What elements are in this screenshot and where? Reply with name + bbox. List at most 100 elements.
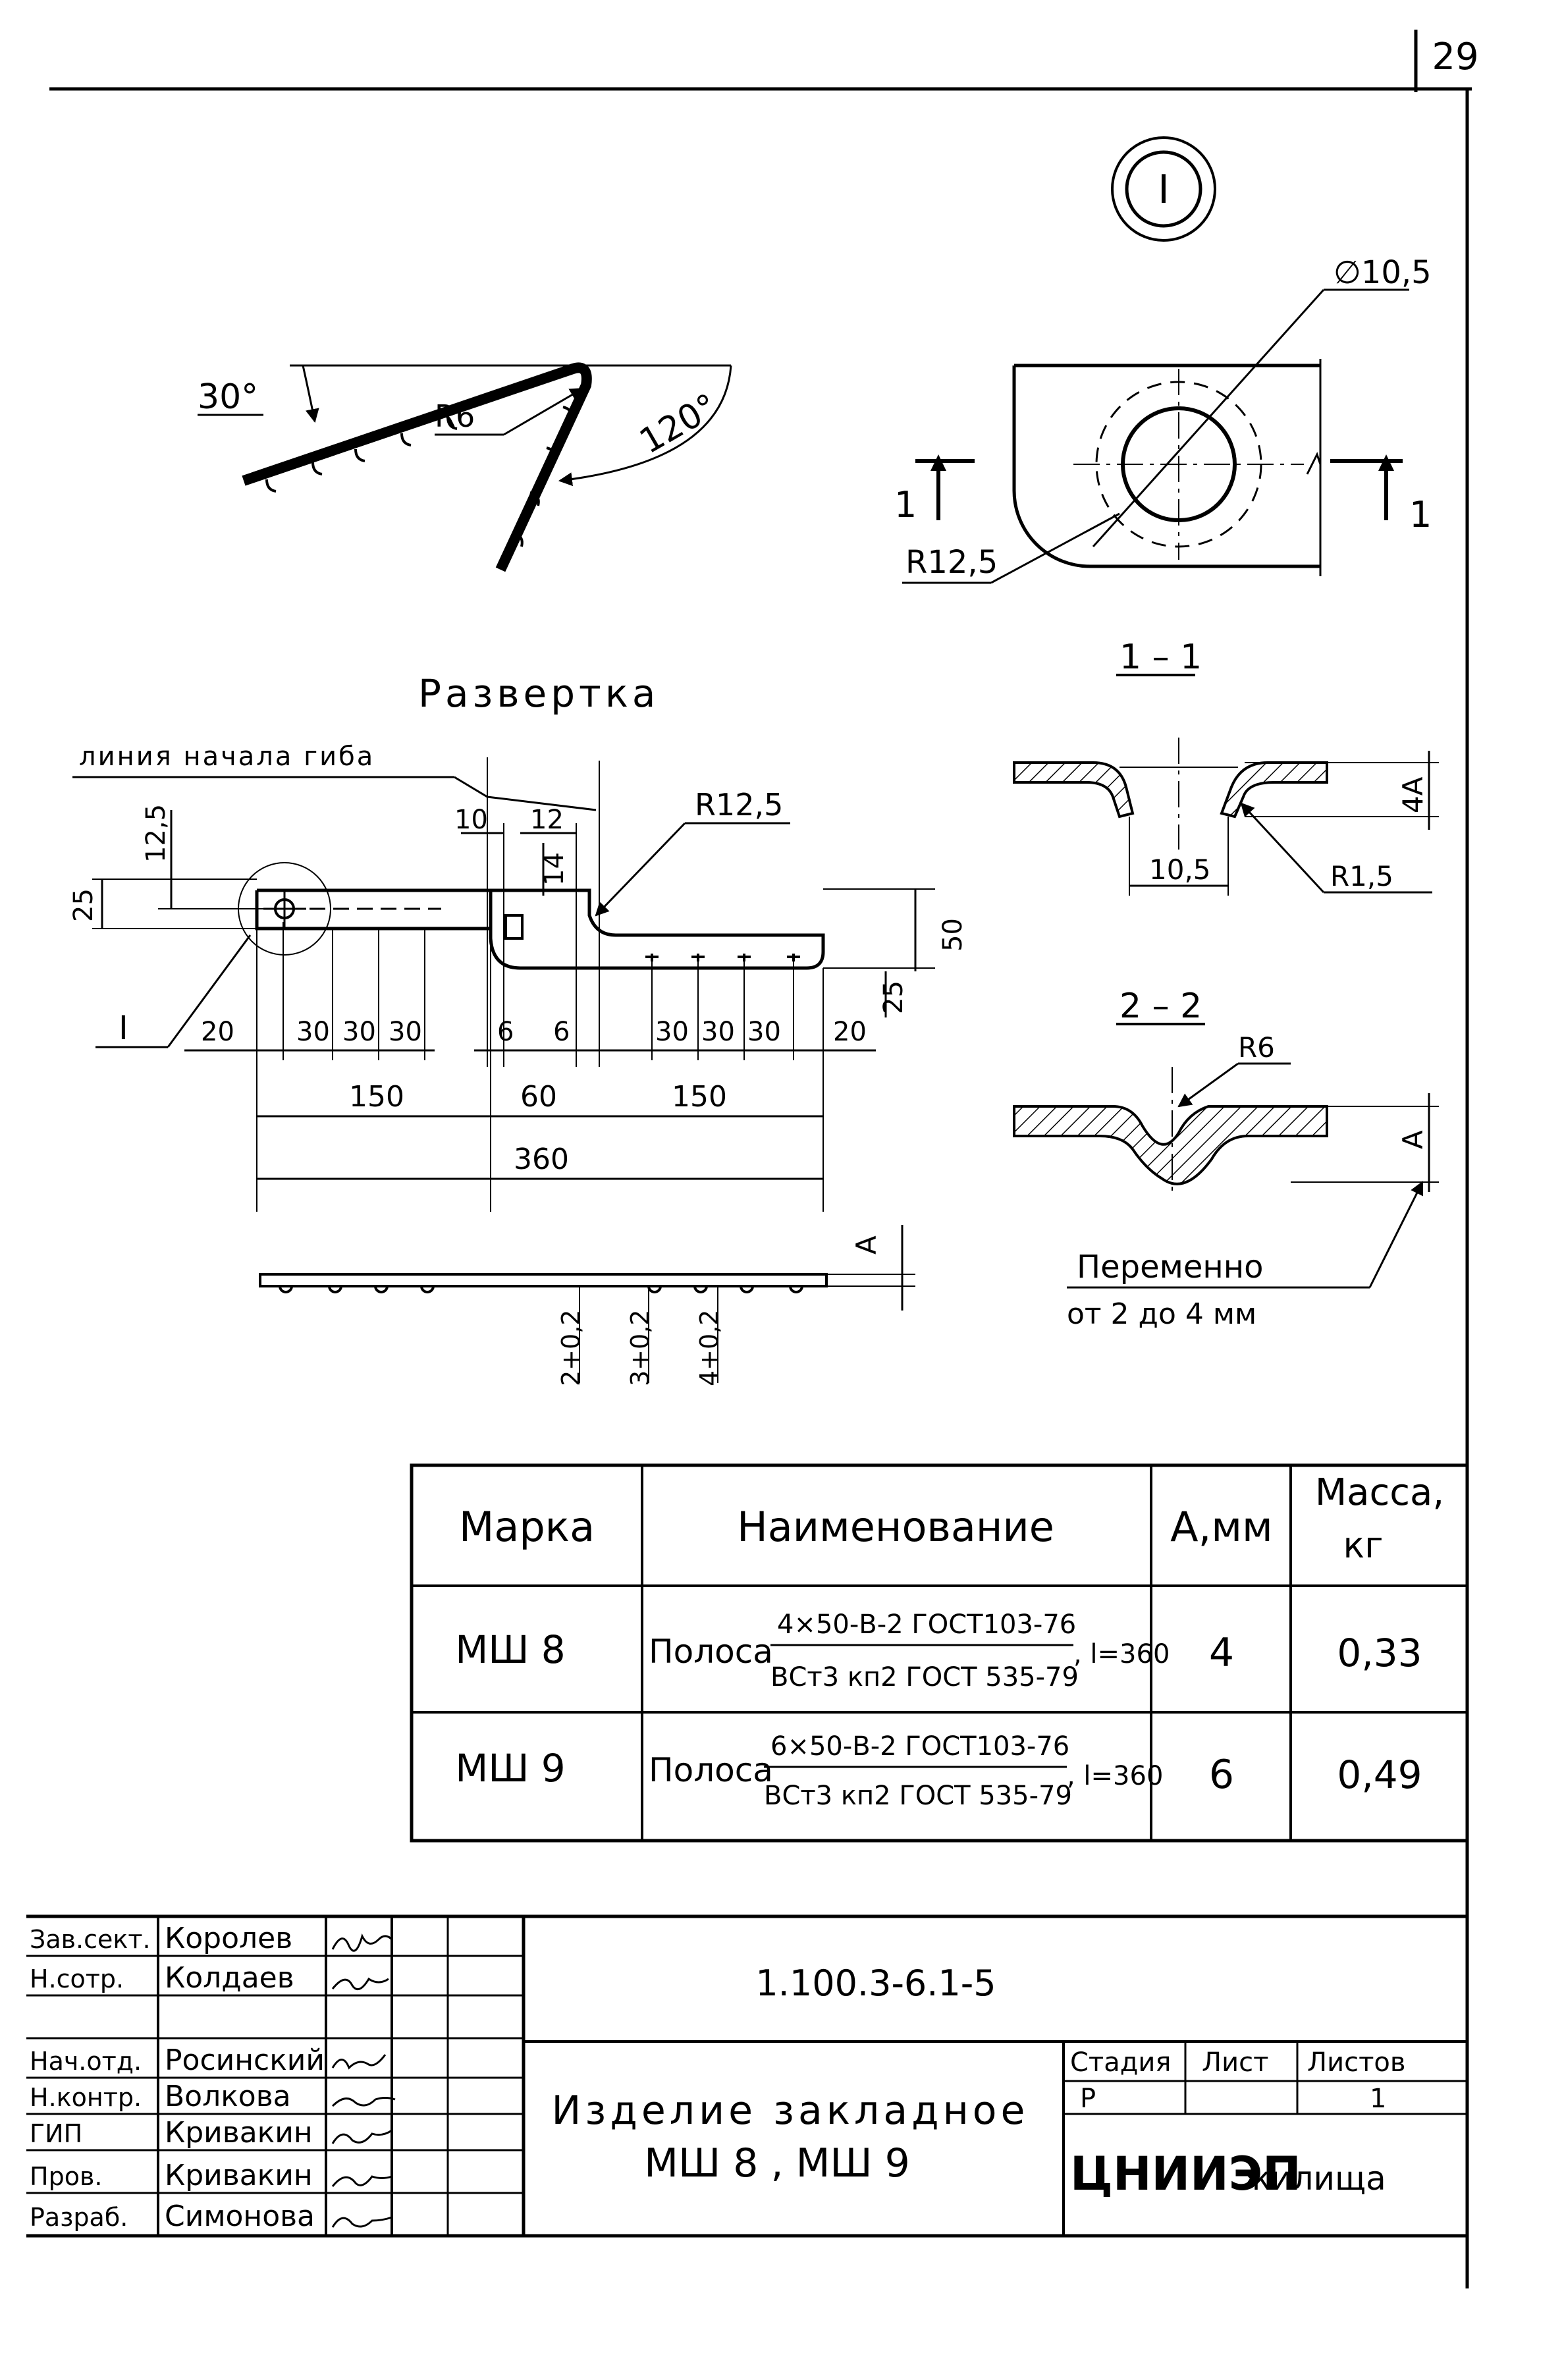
side-view: A 2+0,2 3+0,2 4+0,2: [259, 1225, 915, 1386]
row1-mark: МШ 8: [455, 1627, 565, 1672]
row1-mass: 0,33: [1337, 1631, 1422, 1675]
header-a: А,мм: [1170, 1503, 1273, 1551]
svg-text:60: 60: [520, 1080, 557, 1114]
bend-radius-label: R6: [435, 398, 475, 434]
doc-title-2: МШ 8 , МШ 9: [644, 2140, 910, 2186]
flat-detail-ref: I: [119, 1009, 128, 1047]
row2-mark: МШ 9: [455, 1746, 565, 1791]
svg-text:2+0,2: 2+0,2: [556, 1310, 585, 1386]
svg-text:30: 30: [747, 1017, 781, 1047]
svg-text:R6: R6: [1238, 1031, 1275, 1064]
page-number: 29: [1432, 36, 1478, 78]
svg-text:A: A: [1397, 1130, 1429, 1149]
svg-text:R1,5: R1,5: [1330, 860, 1393, 892]
row1-a: 4: [1209, 1630, 1234, 1676]
svg-text:12,5: 12,5: [141, 804, 171, 863]
spec-table: Марка Наименование А,мм Масса, кг МШ 8 П…: [410, 1463, 1469, 1843]
svg-text:150: 150: [349, 1080, 404, 1114]
svg-text:1: 1: [1370, 2084, 1386, 2114]
header-mass: Масса,: [1315, 1471, 1444, 1514]
detail-marker: I: [1111, 136, 1216, 242]
svg-text:3+0,2: 3+0,2: [626, 1310, 655, 1386]
svg-text:Полоса: Полоса: [649, 1751, 773, 1789]
svg-text:Симонова: Симонова: [165, 2200, 315, 2233]
section-1-1-title: 1 – 1: [1119, 637, 1202, 677]
bend-line-label: линия начала гиба: [79, 742, 375, 772]
svg-text:ВСт3 кп2 ГОСТ 535-79: ВСт3 кп2 ГОСТ 535-79: [764, 1781, 1072, 1811]
detail-radius-label: R12,5: [905, 544, 998, 581]
svg-text:Р: Р: [1080, 2084, 1096, 2114]
svg-text:6×50-В-2 ГОСТ103-76: 6×50-В-2 ГОСТ103-76: [770, 1731, 1069, 1762]
svg-text:Нач.отд.: Нач.отд.: [30, 2047, 142, 2076]
svg-text:Зав.сект.: Зав.сект.: [30, 1925, 151, 1954]
svg-text:4×50-В-2 ГОСТ103-76: 4×50-В-2 ГОСТ103-76: [777, 1609, 1076, 1640]
svg-text:10: 10: [454, 805, 488, 835]
doc-title-1: Изделие закладное: [552, 2088, 1029, 2134]
svg-text:Полоса: Полоса: [649, 1633, 773, 1671]
svg-text:20: 20: [833, 1017, 867, 1047]
side-a-label: A: [850, 1235, 882, 1255]
angle-30-label: 30°: [198, 377, 258, 417]
svg-text:ВСт3 кп2 ГОСТ 535-79: ВСт3 кп2 ГОСТ 535-79: [770, 1662, 1079, 1692]
svg-text:, l=360: , l=360: [1067, 1761, 1163, 1791]
bend-view: 30° 120° R6: [198, 362, 732, 572]
org-suffix: жилища: [1241, 2159, 1386, 2198]
svg-text:30: 30: [701, 1017, 735, 1047]
svg-text:Волкова: Волкова: [165, 2080, 291, 2113]
svg-text:30: 30: [296, 1017, 330, 1047]
razvertka-title: Развертка: [418, 671, 659, 716]
org-name: ЦНИИЭП: [1070, 2147, 1301, 2201]
section-1-1: 1 – 1 10,5 4A R1,5: [1013, 637, 1439, 896]
svg-text:Королев: Королев: [165, 1922, 292, 1955]
svg-text:14: 14: [539, 852, 570, 886]
svg-text:Кривакин: Кривакин: [165, 2159, 313, 2192]
svg-text:10,5: 10,5: [1149, 853, 1211, 886]
svg-text:4+0,2: 4+0,2: [695, 1310, 724, 1386]
angle-120-label: 120°: [634, 387, 724, 462]
svg-text:20: 20: [201, 1017, 234, 1047]
header-mark: Марка: [459, 1503, 595, 1551]
detail-plan-view: ∅10,5 R12,5 1 1: [894, 254, 1432, 584]
svg-text:360: 360: [514, 1143, 569, 1176]
svg-text:Листов: Листов: [1307, 2047, 1405, 2078]
svg-text:Росинский: Росинский: [165, 2043, 325, 2077]
svg-text:25: 25: [68, 888, 99, 922]
svg-text:ГИП: ГИП: [30, 2119, 82, 2148]
cut-mark-right: 1: [1409, 494, 1432, 535]
svg-text:30: 30: [389, 1017, 422, 1047]
svg-text:6: 6: [553, 1017, 570, 1047]
svg-text:Колдаев: Колдаев: [165, 1961, 294, 1995]
svg-text:30: 30: [342, 1017, 376, 1047]
section-2-2: 2 – 2 R6 A Переменно от 2 до 4 мм: [1013, 987, 1439, 1331]
svg-text:Кривакин: Кривакин: [165, 2116, 313, 2150]
row2-a: 6: [1209, 1752, 1234, 1798]
svg-text:Н.контр.: Н.контр.: [30, 2083, 142, 2112]
svg-text:12: 12: [530, 805, 564, 835]
svg-text:I: I: [1158, 167, 1170, 213]
svg-text:25: 25: [878, 981, 909, 1014]
svg-text:, l=360: , l=360: [1073, 1639, 1170, 1669]
sheet-frame: 29: [49, 30, 1479, 2288]
doc-code: 1.100.3-6.1-5: [755, 1962, 996, 2004]
row2-mass: 0,49: [1337, 1752, 1422, 1797]
title-block: Зав.сект. Королев Н.сотр. Колдаев Нач.от…: [26, 1914, 1467, 2238]
svg-text:Лист: Лист: [1202, 2047, 1268, 2078]
svg-text:Стадия: Стадия: [1070, 2047, 1171, 2078]
variable-note-2: от 2 до 4 мм: [1067, 1297, 1256, 1331]
svg-text:Пров.: Пров.: [30, 2162, 102, 2191]
svg-text:Разраб.: Разраб.: [30, 2203, 128, 2232]
svg-text:6: 6: [497, 1017, 514, 1047]
hole-diameter-label: ∅10,5: [1334, 254, 1432, 291]
header-kg: кг: [1343, 1525, 1384, 1566]
svg-text:50: 50: [938, 918, 968, 952]
flat-pattern: Развертка линия начала гиба I: [68, 671, 968, 1212]
svg-text:4A: 4A: [1397, 776, 1429, 813]
cut-mark-left: 1: [894, 484, 917, 526]
flat-radius-label: R12,5: [695, 787, 783, 823]
variable-note-1: Переменно: [1077, 1249, 1264, 1285]
header-name: Наименование: [737, 1503, 1054, 1551]
svg-text:30: 30: [655, 1017, 689, 1047]
svg-text:Н.сотр.: Н.сотр.: [30, 1964, 124, 1993]
signatures: [331, 1933, 396, 2228]
